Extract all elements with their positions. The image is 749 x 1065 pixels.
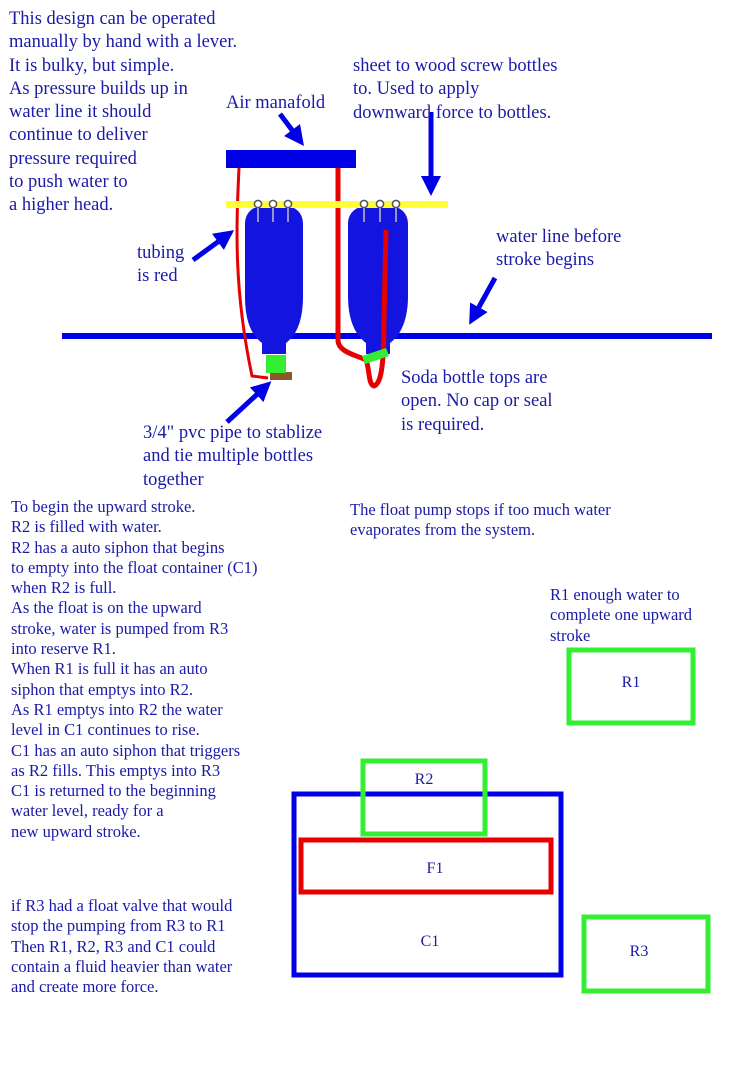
container-r1 [566,647,696,726]
red-tubing-right [335,168,389,389]
callout-arrows [191,112,498,424]
left-bottle [245,204,303,354]
r1-note: R1 enough water to complete one upward s… [550,585,693,645]
container-c1 [291,791,564,978]
green-fitting-left [266,355,286,373]
tubing-label: tubing is red [137,243,185,287]
stroke-steps-note: To begin the upward stroke. R2 is filled… [11,497,258,841]
float-stops-note: The float pump stops if too much water e… [350,500,611,540]
label-r1: R1 [621,674,641,691]
arrow-water-line [469,276,498,325]
container-r3 [581,914,711,994]
soda-tops-note: Soda bottle tops are open. No cap or sea… [401,368,553,435]
red-tubing-left [235,167,269,380]
float-valve-note: if R3 had a float valve that would stop … [11,896,233,997]
sheet-note: sheet to wood screw bottles to. Used to … [353,56,558,123]
screw-shafts [257,208,397,222]
wood-sheet [226,201,448,208]
label-r3: R3 [629,943,649,960]
float-f1 [298,837,554,895]
container-r2 [360,758,488,837]
label-f1: F1 [426,860,444,877]
arrow-pvc [225,381,272,424]
right-bottle [348,204,408,354]
water-line-label: water line before stroke begins [496,227,622,271]
label-c1: C1 [420,933,440,950]
air-manifold [226,150,356,168]
arrow-manifold [278,112,304,146]
wood-screws [253,199,401,209]
intro-note: This design can be operated manually by … [9,9,238,216]
green-fitting-right [362,348,389,364]
pvc-pipe-note: 3/4" pvc pipe to stablize and tie multip… [143,423,323,490]
label-r2: R2 [414,771,434,788]
air-manifold-label: Air manafold [226,93,326,113]
pvc-pipe [270,372,292,380]
arrow-tubing [191,230,235,263]
